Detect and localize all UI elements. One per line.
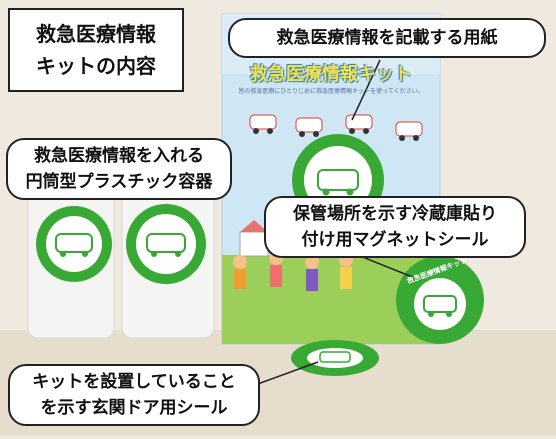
callout-form: 救急医療情報を記載する用紙 [228, 18, 546, 58]
poster-subtitle: 皆の救急医療にひとりじめに救急医療情報キットを使ってください。 [238, 88, 424, 95]
callout-form-text: 救急医療情報を記載する用紙 [276, 28, 498, 48]
title-line-1: 救急医療情報 [36, 22, 156, 46]
pointer-form [351, 59, 381, 121]
ambulance-icons-row [249, 114, 423, 141]
door-sticker [291, 340, 379, 376]
callout-magnet: 保管場所を示す冷蔵庫貼り 付け用マグネットシール [264, 196, 526, 258]
poster-title: 救急医療情報キット [250, 64, 412, 85]
callout-magnet-line-2: 付け用マグネットシール [301, 230, 489, 250]
callout-container-line-1: 救急医療情報を入れる [34, 146, 204, 166]
callout-magnet-line-1: 保管場所を示す冷蔵庫貼り [293, 204, 497, 224]
plastic-container-left [27, 160, 115, 339]
plastic-container-right [121, 160, 215, 339]
fridge-magnet [396, 256, 484, 344]
title-box: 救急医療情報 キットの内容 [8, 8, 184, 92]
callout-container-line-2: 円筒型プラスチック容器 [25, 172, 213, 192]
title-line-2: キットの内容 [36, 54, 156, 78]
callout-door-line-2: を示す玄関ドア用シール [40, 398, 228, 418]
callout-container: 救急医療情報を入れる 円筒型プラスチック容器 [6, 138, 232, 200]
callout-door-line-1: キットを設置していること [32, 372, 236, 392]
pointer-door [254, 361, 319, 386]
callout-door-sticker: キットを設置していること を示す玄関ドア用シール [8, 364, 260, 426]
